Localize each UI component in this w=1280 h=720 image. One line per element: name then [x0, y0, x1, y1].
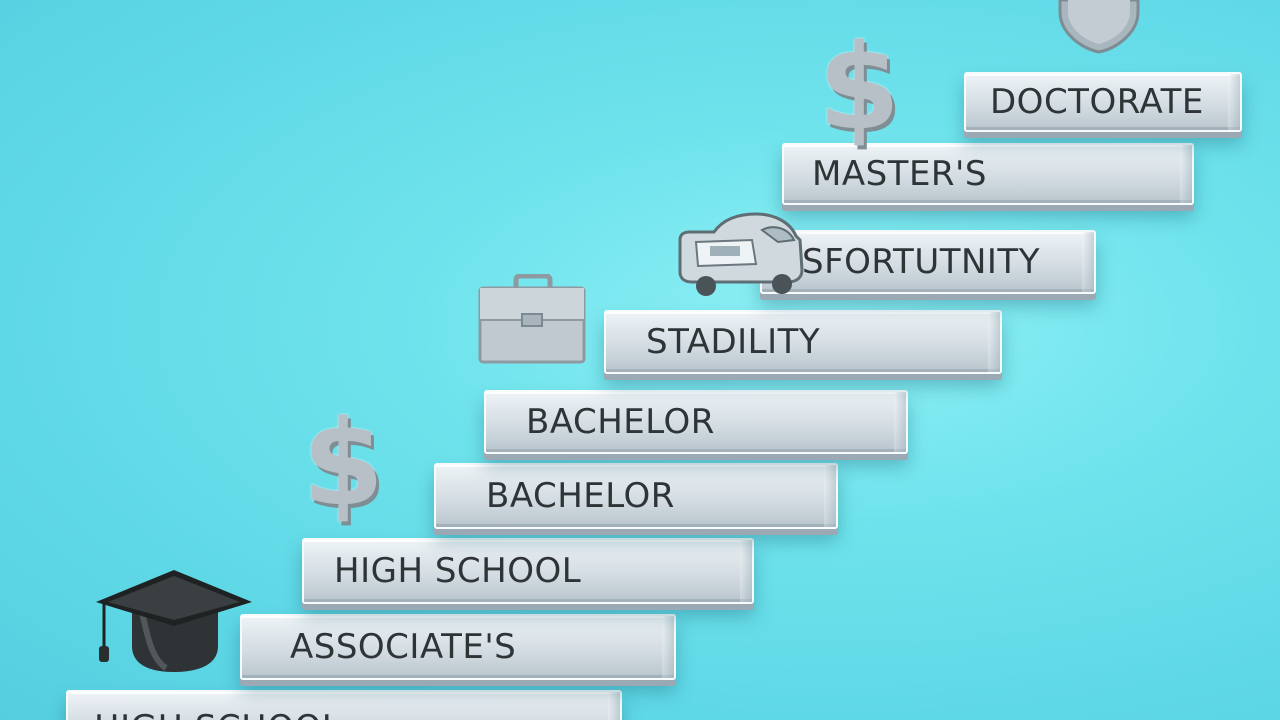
dollar-sign-icon: $: [818, 18, 901, 156]
step-bachelor-lower: BACHELOR: [434, 463, 838, 529]
step-label: HIGH SCHOOL: [94, 711, 341, 720]
step-bachelor-upper: BACHELOR: [484, 390, 908, 454]
step-associates: ASSOCIATE'S: [240, 614, 676, 680]
step-label: DOCTORATE: [990, 82, 1204, 122]
step-label: MASTER'S: [812, 154, 987, 194]
step-masters: MASTER'S: [782, 143, 1194, 205]
step-label: BACHELOR: [486, 476, 675, 516]
dollar-sign-icon: $: [302, 394, 385, 532]
step-label: BACHELOR: [526, 402, 715, 442]
step-stability: STADILITY: [604, 310, 1002, 374]
briefcase-icon: [478, 274, 586, 364]
shield-icon: [1058, 0, 1140, 54]
step-high-school: HIGH SCHOOL: [302, 538, 754, 604]
step-high-school-bottom: HIGH SCHOOL: [66, 690, 622, 720]
step-doctorate: DOCTORATE: [964, 72, 1242, 132]
car-icon: [678, 212, 804, 296]
step-label: ASSOCIATE'S: [290, 627, 517, 667]
step-label: STADILITY: [646, 322, 821, 362]
graduation-cap-icon: [96, 570, 252, 672]
step-label: HIGH SCHOOL: [334, 551, 582, 591]
step-opportunity: SFORTUTNITY: [760, 230, 1096, 294]
step-label: SFORTUTNITY: [802, 242, 1040, 282]
